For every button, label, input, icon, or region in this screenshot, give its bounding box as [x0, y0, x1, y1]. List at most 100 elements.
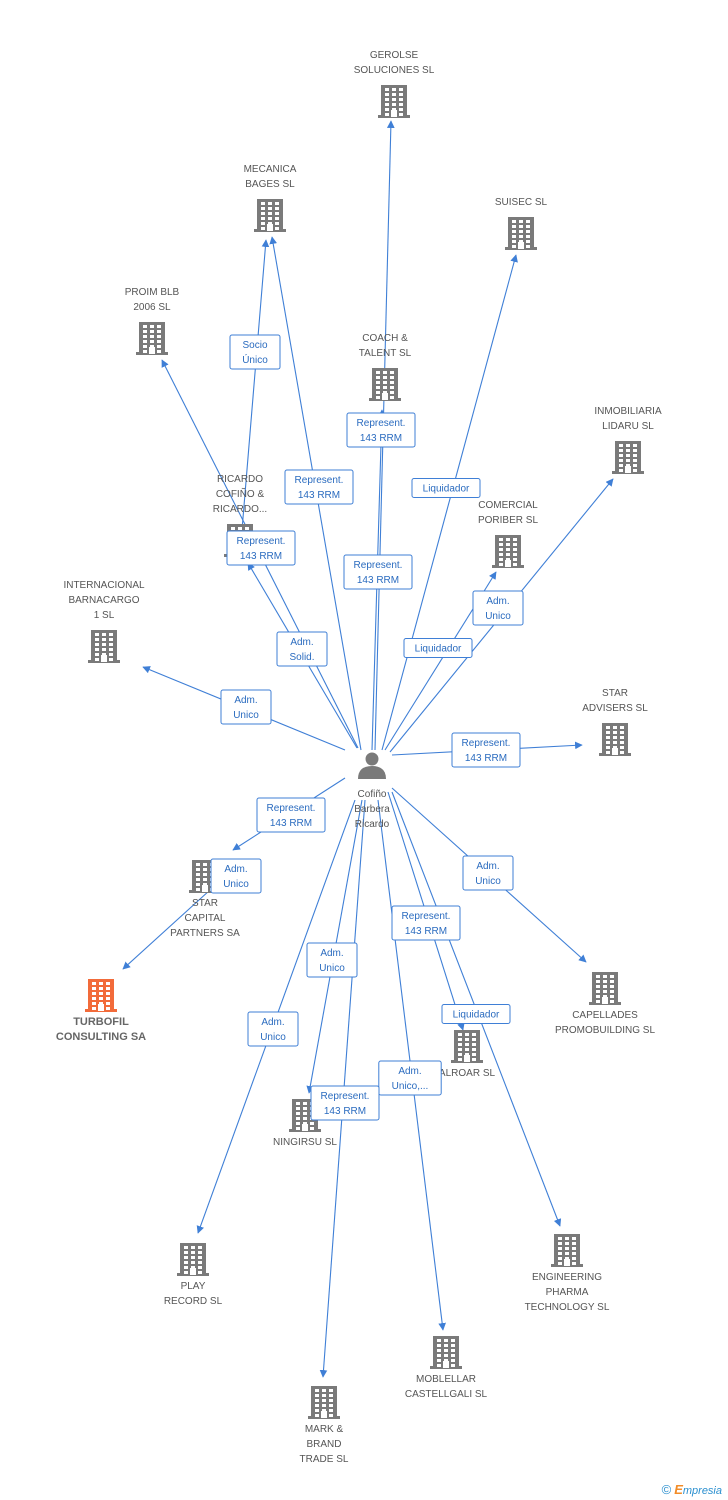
edge-label-center-capellades[interactable]: Adm.Unico	[462, 855, 514, 891]
node-label-capellades: PROMOBUILDING SL	[555, 1025, 655, 1036]
company-node-alroar[interactable]: ALROAR SL	[439, 1030, 496, 1079]
node-label-engineering: TECHNOLOGY SL	[525, 1302, 610, 1313]
node-label-capellades: CAPELLADES	[572, 1010, 638, 1021]
edge-label-center-inmobiliaria[interactable]: Adm.Unico	[472, 590, 524, 626]
edge-label-text: 143 RRM	[357, 575, 399, 586]
edge-label-text: Represent.	[267, 803, 316, 814]
edge-label-center-alroar[interactable]: Liquidador	[441, 1004, 511, 1024]
company-node-inmobiliaria[interactable]: INMOBILIARIA LIDARU SL	[594, 406, 662, 474]
edge-label-box	[411, 478, 481, 498]
edge-label-text: Socio	[242, 340, 267, 351]
edge-line-center-suisec	[381, 254, 518, 751]
edge-label-text: Represent.	[357, 418, 406, 429]
node-label-mark: BRAND	[306, 1439, 341, 1450]
building-icon	[430, 1336, 462, 1369]
building-icon	[308, 1386, 340, 1419]
edge-label-center-star_capital[interactable]: Represent.143 RRM	[256, 797, 326, 833]
edge-label-center-engineering[interactable]: Represent.143 RRM	[391, 905, 461, 941]
node-label-proim: 2006 SL	[133, 302, 171, 313]
edge-label-text: Adm.	[290, 637, 313, 648]
node-label-play: RECORD SL	[164, 1296, 223, 1307]
edge-label-text: Adm.	[476, 861, 499, 872]
edge-label-center-moblellar[interactable]: Adm.Unico,...	[378, 1060, 442, 1096]
edge-label-center-ningirsu[interactable]: Adm.Unico	[306, 942, 358, 978]
building-icon	[369, 368, 401, 401]
edge-label-text: Represent.	[354, 560, 403, 571]
node-label-comercial: COMERCIAL	[478, 500, 538, 511]
edge-label-center-mecanica[interactable]: Represent.143 RRM	[284, 469, 354, 505]
edge-label-box	[256, 797, 326, 833]
edge-label-star_capital-turbofil[interactable]: Adm. Unico	[210, 858, 262, 894]
node-label-proim: PROIM BLB	[125, 287, 180, 298]
edge-label-text: 143 RRM	[405, 926, 447, 937]
edge-label-center-coach[interactable]: Represent. 143 RRM	[343, 554, 413, 590]
person-name-line: Barbera	[354, 804, 390, 815]
edge-label-box	[378, 1060, 442, 1096]
node-label-internacional: BARNACARGO	[68, 595, 139, 606]
company-node-proim[interactable]: PROIM BLB 2006 SL	[125, 287, 180, 355]
node-label-mecanica: MECANICA	[244, 164, 297, 175]
node-label-star_capital: PARTNERS SA	[170, 928, 240, 939]
edge-label-text: Adm.	[224, 864, 247, 875]
building-icon	[136, 322, 168, 355]
company-node-suisec[interactable]: SUISEC SL	[495, 197, 548, 250]
edge-label-text: Unico	[260, 1032, 286, 1043]
edge-label-center-suisec[interactable]: Liquidador	[411, 478, 481, 498]
node-label-coach: COACH &	[362, 333, 408, 344]
company-node-coach[interactable]: COACH &TALENT SL	[359, 333, 412, 401]
edge-label-center-internacional[interactable]: Adm.Unico	[220, 689, 272, 725]
node-label-inmobiliaria: LIDARU SL	[602, 421, 654, 432]
node-label-internacional: 1 SL	[94, 610, 115, 621]
edge-label-text: Liquidador	[415, 644, 462, 655]
edge-label-text: 143 RRM	[240, 551, 282, 562]
brand-logo-letter: E	[674, 1482, 683, 1497]
node-label-ricardo: RICARDO	[217, 474, 263, 485]
edge-label-text: Unico	[223, 879, 249, 890]
edge-label-text: Unico	[485, 611, 511, 622]
edge-label-center-proim[interactable]: Adm.Solid.	[276, 631, 328, 667]
node-label-turbofil: CONSULTING SA	[56, 1031, 146, 1043]
edge-label-center-star_advisers[interactable]: Represent.143 RRM	[451, 732, 521, 768]
building-icon	[612, 441, 644, 474]
edge-label-center-play[interactable]: Adm.Unico	[247, 1011, 299, 1047]
node-label-star_advisers: STAR	[602, 688, 628, 699]
edge-label-box	[229, 334, 281, 370]
edge-label-text: Unico	[233, 710, 259, 721]
edge-label-box	[343, 554, 413, 590]
footer-brand[interactable]: ©Empresia	[662, 1482, 722, 1497]
edge-label-box	[306, 942, 358, 978]
edge-label-text: Represent.	[295, 475, 344, 486]
edge-label-box	[391, 905, 461, 941]
edge-label-center-ricardo[interactable]: Represent. 143 RRM	[226, 530, 296, 566]
building-icon	[551, 1234, 583, 1267]
building-icon	[88, 630, 120, 663]
edge-label-center-mark[interactable]: Represent.143 RRM	[310, 1085, 380, 1121]
edge-line-ricardo-mecanica	[241, 239, 270, 531]
edge-label-text: Represent.	[237, 536, 286, 547]
company-node-capellades[interactable]: CAPELLADES PROMOBUILDING SL	[555, 972, 655, 1036]
node-label-moblellar: MOBLELLAR	[416, 1374, 476, 1385]
node-label-inmobiliaria: INMOBILIARIA	[594, 406, 662, 417]
edge-label-center-gerolse[interactable]: Represent.143 RRM	[346, 412, 416, 448]
edge-label-center-comercial[interactable]: Liquidador	[403, 638, 473, 658]
edge-label-text: Único	[242, 353, 268, 366]
edge-label-box	[472, 590, 524, 626]
node-label-suisec: SUISEC SL	[495, 197, 548, 208]
building-icon	[254, 199, 286, 232]
node-label-star_capital: CAPITAL	[185, 913, 226, 924]
edge-label-text: Unico	[319, 963, 345, 974]
